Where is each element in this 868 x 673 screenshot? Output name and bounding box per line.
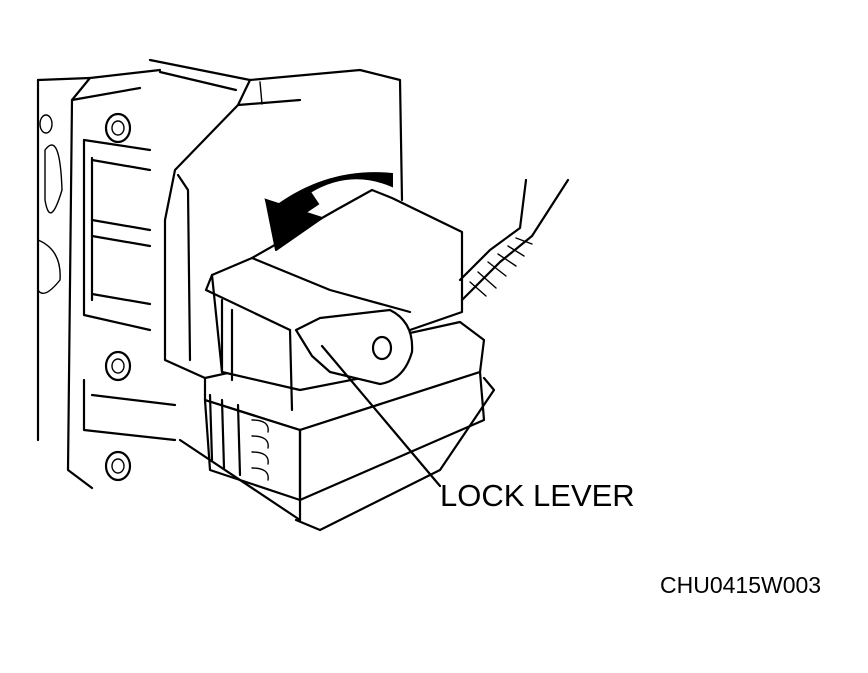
housing-flange	[36, 68, 162, 490]
callout-leader	[320, 344, 442, 488]
wire-harness	[458, 178, 570, 302]
rotation-arrow-icon	[264, 172, 393, 251]
housing-body	[148, 58, 404, 380]
bolt-upper	[104, 112, 132, 144]
bolt-lower	[104, 450, 132, 482]
bolt-middle	[104, 350, 132, 382]
flange-ribs	[82, 138, 177, 442]
figure-code: CHU0415W003	[660, 572, 822, 598]
lock-lever-label: LOCK LEVER	[440, 478, 635, 513]
terminal-pins	[208, 393, 269, 481]
